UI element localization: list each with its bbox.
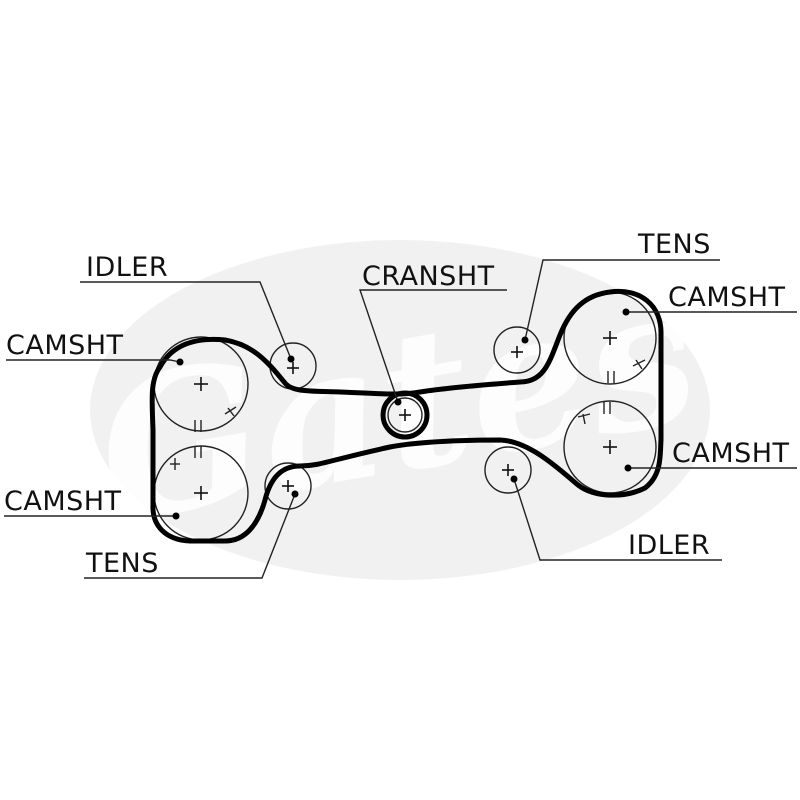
leader-camshaft-top-right xyxy=(622,308,797,316)
label-camshaft-bottom-left: CAMSHT xyxy=(4,486,122,517)
label-tensioner-right: TENS xyxy=(637,229,711,260)
leader-camshaft-bottom-right xyxy=(624,464,797,472)
leader-camshaft-top-left xyxy=(6,358,184,366)
label-tensioner-left: TENS xyxy=(85,548,159,579)
label-camshaft-bottom-right: CAMSHT xyxy=(672,438,790,469)
leader-idler-left xyxy=(80,281,295,363)
label-camshaft-top-left: CAMSHT xyxy=(6,330,124,361)
leader-idler-right xyxy=(510,475,722,561)
leader-tensioner-right xyxy=(521,259,720,344)
timing-belt xyxy=(149,288,664,544)
label-idler-right: IDLER xyxy=(628,530,710,561)
label-idler-left: IDLER xyxy=(86,252,168,283)
pulley-crankshaft xyxy=(387,397,423,433)
pulley-tensioner-right xyxy=(493,326,541,374)
label-crankshaft: CRANSHT xyxy=(362,261,495,292)
leader-crankshaft xyxy=(359,289,507,406)
crankshaft-belt-loop xyxy=(380,390,430,440)
pulley-idler-right xyxy=(484,446,532,494)
pulley-tensioner-left xyxy=(264,462,312,510)
leader-tensioner-left xyxy=(84,490,299,579)
leader-camshaft-bottom-left xyxy=(4,512,180,520)
label-camshaft-top-right: CAMSHT xyxy=(668,282,786,313)
